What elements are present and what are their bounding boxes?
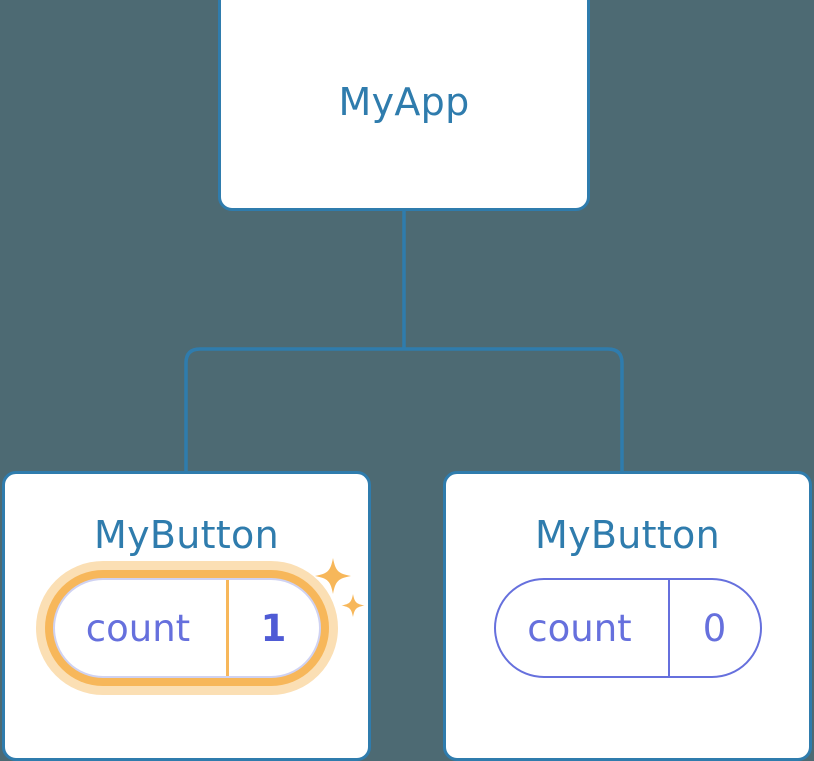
sparkle-large-icon bbox=[314, 558, 351, 594]
node-title-root: MyApp bbox=[338, 79, 470, 124]
state-pill-divider-right bbox=[667, 580, 670, 676]
connector-branch-bar bbox=[184, 347, 624, 471]
state-pill-right[interactable]: count 0 bbox=[493, 578, 762, 678]
state-value-right: 0 bbox=[702, 606, 727, 650]
node-title-child-left: MyButton bbox=[94, 513, 279, 557]
tree-connectors bbox=[184, 211, 624, 471]
state-pill-left[interactable]: count 1 bbox=[52, 578, 321, 678]
state-key-left: count bbox=[85, 606, 191, 650]
node-title-child-right: MyButton bbox=[535, 513, 720, 557]
node-card-child-right[interactable]: MyButton count 0 bbox=[443, 471, 812, 761]
state-pill-divider-left bbox=[225, 580, 229, 676]
state-pill-wrapper-right: count 0 bbox=[493, 578, 762, 678]
state-key-right: count bbox=[527, 606, 632, 650]
node-card-root[interactable]: MyApp bbox=[218, 0, 590, 211]
node-card-child-left[interactable]: MyButton count 1 bbox=[2, 471, 371, 761]
state-pill-wrapper-left: count 1 bbox=[52, 558, 364, 678]
sparkle-small-icon bbox=[341, 594, 364, 617]
state-value-left: 1 bbox=[260, 606, 287, 650]
